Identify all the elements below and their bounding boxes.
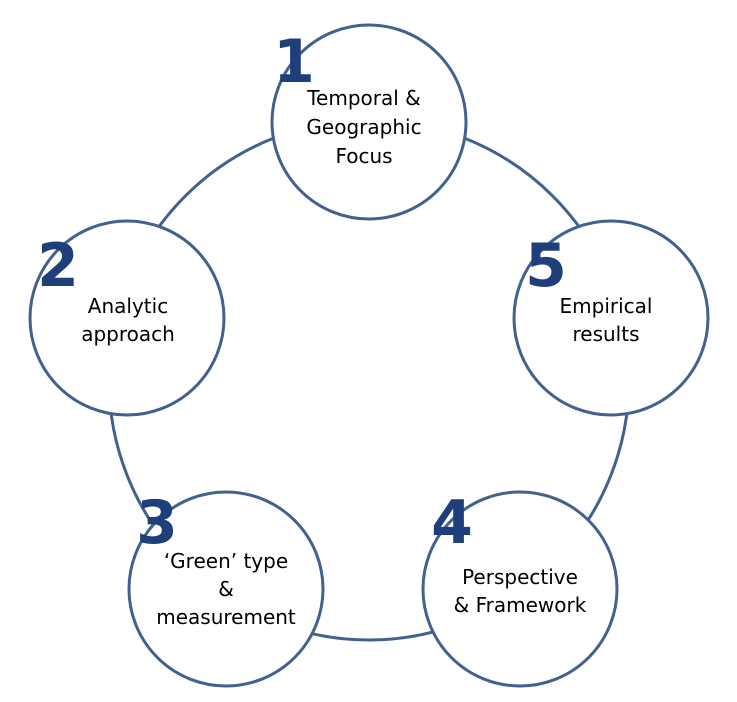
node-circle — [512, 219, 710, 417]
node-label-line: approach — [81, 322, 175, 346]
node-label-line: & — [218, 577, 234, 601]
node-circle — [28, 219, 226, 417]
node-green-type-measurement: ‘Green’ type & measurement 3 — [127, 488, 325, 688]
node-circle — [270, 23, 468, 221]
node-circle — [421, 490, 619, 688]
node-perspective-framework: Perspective & Framework 4 — [421, 488, 619, 688]
node-label-line: measurement — [156, 605, 296, 629]
node-number: 5 — [525, 231, 567, 301]
node-label-line: results — [572, 322, 639, 346]
node-circle — [127, 490, 325, 688]
node-number: 2 — [37, 231, 79, 301]
node-label-line: ‘Green’ type — [164, 549, 288, 573]
node-number: 1 — [273, 27, 315, 97]
node-label-line: Focus — [335, 144, 392, 168]
node-number: 3 — [136, 488, 178, 558]
node-label-line: & Framework — [454, 593, 587, 617]
node-number: 4 — [431, 488, 473, 558]
node-label-line: Temporal & — [306, 86, 421, 110]
node-label-line: Analytic — [88, 294, 168, 318]
node-label-line: Perspective — [462, 565, 578, 589]
node-label-line: Empirical — [560, 294, 653, 318]
node-label-line: Geographic — [306, 115, 421, 139]
